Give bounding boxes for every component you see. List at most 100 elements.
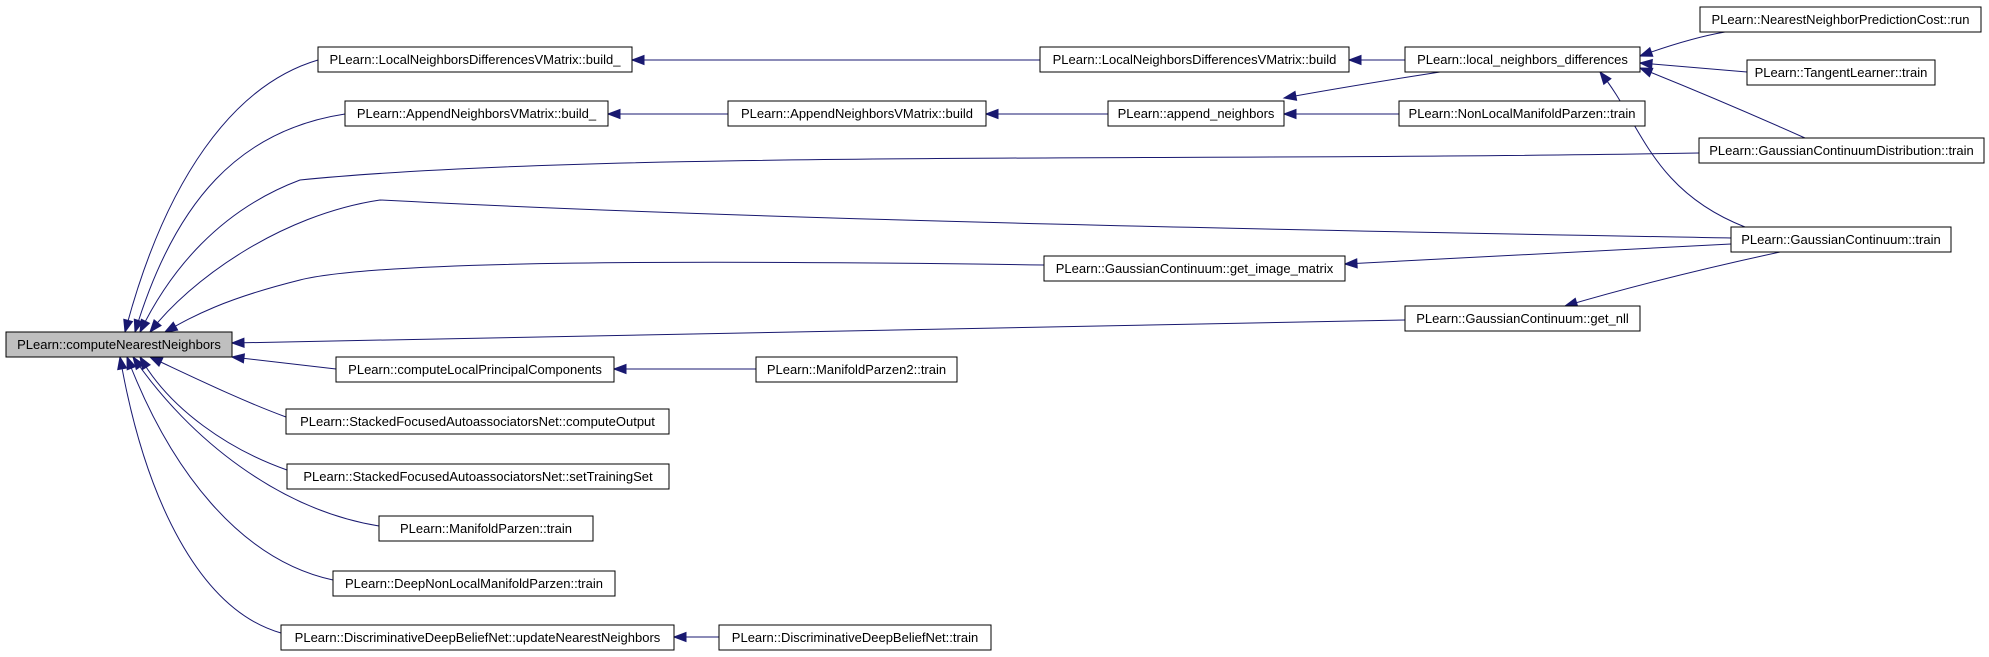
node-an[interactable]: PLearn::append_neighbors	[1107, 100, 1285, 127]
node-box	[285, 408, 670, 435]
node-label: PLearn::DeepNonLocalManifoldParzen::trai…	[345, 576, 603, 591]
edge-arrowhead	[630, 54, 645, 66]
nodes-layer: PLearn::computeNearestNeighbors PLearn::L…	[5, 6, 1985, 651]
edge-tl-to-lnd	[1638, 58, 1748, 73]
edge-arrowhead	[163, 321, 179, 333]
edge-line	[164, 261, 1045, 333]
edge-lndv_b-to-lndv_b_	[630, 54, 1040, 66]
node-mp2[interactable]: PLearn::ManifoldParzen2::train	[755, 356, 958, 383]
node-nlmp[interactable]: PLearn::NonLocalManifoldParzen::train	[1398, 100, 1646, 127]
edge-line	[149, 199, 1732, 333]
edge-clpc-to-cnn	[230, 353, 337, 370]
edge-nlmp-to-an	[1282, 108, 1399, 120]
edge-arrowhead	[1282, 108, 1297, 120]
edge-arrowhead	[149, 319, 162, 334]
node-box	[727, 100, 987, 127]
node-anv_b[interactable]: PLearn::AppendNeighborsVMatrix::build	[727, 100, 987, 127]
edge-arrowhead	[230, 353, 246, 364]
edge-gc_t-to-cnn	[149, 199, 1732, 334]
edge-line	[231, 356, 337, 370]
edge-arrowhead	[1282, 90, 1298, 101]
edge-line	[139, 356, 288, 471]
edge-arrowhead	[612, 363, 627, 375]
edge-ddbn_t-to-ddbn_u	[672, 631, 719, 643]
node-label: PLearn::ManifoldParzen2::train	[767, 362, 946, 377]
node-ddbn_t[interactable]: PLearn::DiscriminativeDeepBeliefNet::tra…	[718, 624, 992, 651]
edge-line	[132, 356, 380, 527]
node-ddbn_u[interactable]: PLearn::DiscriminativeDeepBeliefNet::upd…	[280, 624, 675, 651]
edge-line	[124, 59, 319, 333]
node-box	[286, 463, 670, 490]
node-lndv_b[interactable]: PLearn::LocalNeighborsDifferencesVMatrix…	[1039, 46, 1350, 73]
edge-arrowhead	[117, 355, 128, 371]
edge-arrowhead	[606, 108, 621, 120]
node-box	[317, 46, 633, 73]
edge-arrowhead	[1638, 46, 1654, 57]
edge-line	[1283, 71, 1441, 99]
node-cnn[interactable]: PLearn::computeNearestNeighbors	[5, 331, 233, 358]
node-sfan_st[interactable]: PLearn::StackedFocusedAutoassociatorsNet…	[286, 463, 670, 490]
node-label: PLearn::TangentLearner::train	[1755, 65, 1928, 80]
node-label: PLearn::computeNearestNeighbors	[17, 337, 221, 352]
node-box	[5, 331, 233, 358]
node-label: PLearn::DiscriminativeDeepBeliefNet::tra…	[732, 630, 978, 645]
node-box	[344, 100, 609, 127]
node-label: PLearn::local_neighbors_differences	[1417, 52, 1628, 67]
edge-dnlmp-to-cnn	[126, 355, 334, 581]
edge-mp2-to-clpc	[612, 363, 756, 375]
node-box	[755, 356, 958, 383]
edge-an-to-anv_b	[984, 108, 1108, 120]
node-box	[1698, 137, 1985, 164]
node-box	[1746, 59, 1936, 86]
node-box	[1107, 100, 1285, 127]
edge-arrowhead	[1638, 58, 1653, 70]
edge-line	[1344, 243, 1732, 265]
edge-arrowhead	[148, 356, 164, 368]
edge-line	[126, 356, 334, 581]
node-anv_b_[interactable]: PLearn::AppendNeighborsVMatrix::build_	[344, 100, 609, 127]
node-box	[335, 356, 615, 383]
node-label: PLearn::append_neighbors	[1118, 106, 1275, 121]
edge-nnpc-to-lnd	[1638, 31, 1726, 57]
edge-lnd-to-an	[1282, 71, 1441, 101]
node-label: PLearn::LocalNeighborsDifferencesVMatrix…	[330, 52, 622, 67]
node-box	[1398, 100, 1646, 127]
node-lnd[interactable]: PLearn::local_neighbors_differences	[1404, 46, 1641, 73]
edge-arrowhead	[1347, 54, 1362, 66]
node-sfan_co[interactable]: PLearn::StackedFocusedAutoassociatorsNet…	[285, 408, 670, 435]
node-label: PLearn::NonLocalManifoldParzen::train	[1409, 106, 1636, 121]
node-label: PLearn::GaussianContinuum::get_image_mat…	[1056, 261, 1334, 276]
edge-gc_t-to-gc_nll	[1563, 251, 1781, 308]
edge-arrowhead	[123, 318, 134, 334]
edge-sfan_co-to-cnn	[148, 356, 287, 418]
edge-line	[134, 113, 346, 333]
node-mp[interactable]: PLearn::ManifoldParzen::train	[378, 515, 594, 542]
node-nnpc[interactable]: PLearn::NearestNeighborPredictionCost::r…	[1699, 6, 1982, 33]
edge-sfan_st-to-cnn	[139, 355, 288, 471]
edge-arrowhead	[984, 108, 999, 120]
edge-line	[149, 356, 287, 418]
edge-anv_b-to-anv_b_	[606, 108, 728, 120]
node-box	[280, 624, 675, 651]
edge-arrowhead	[139, 318, 151, 334]
node-gc_gim[interactable]: PLearn::GaussianContinuum::get_image_mat…	[1043, 255, 1346, 282]
edge-arrowhead	[126, 355, 137, 371]
node-label: PLearn::GaussianContinuum::get_nll	[1416, 311, 1629, 326]
edge-lndv_b_-to-cnn	[123, 59, 319, 334]
edge-ddbn_u-to-cnn	[117, 355, 282, 634]
node-box	[718, 624, 992, 651]
node-gcd[interactable]: PLearn::GaussianContinuumDistribution::t…	[1698, 137, 1985, 164]
edge-arrowhead	[1343, 258, 1358, 269]
edge-line	[1639, 62, 1748, 73]
node-clpc[interactable]: PLearn::computeLocalPrincipalComponents	[335, 356, 615, 383]
edge-arrowhead	[1599, 70, 1612, 86]
node-lndv_b_[interactable]: PLearn::LocalNeighborsDifferencesVMatrix…	[317, 46, 633, 73]
node-gc_nll[interactable]: PLearn::GaussianContinuum::get_nll	[1404, 305, 1641, 332]
node-label: PLearn::ManifoldParzen::train	[400, 521, 572, 536]
node-gc_t[interactable]: PLearn::GaussianContinuum::train	[1730, 226, 1952, 253]
node-label: PLearn::StackedFocusedAutoassociatorsNet…	[303, 469, 653, 484]
edge-gc_gim-to-cnn	[163, 261, 1045, 333]
node-tl[interactable]: PLearn::TangentLearner::train	[1746, 59, 1936, 86]
node-dnlmp[interactable]: PLearn::DeepNonLocalManifoldParzen::trai…	[332, 570, 616, 597]
